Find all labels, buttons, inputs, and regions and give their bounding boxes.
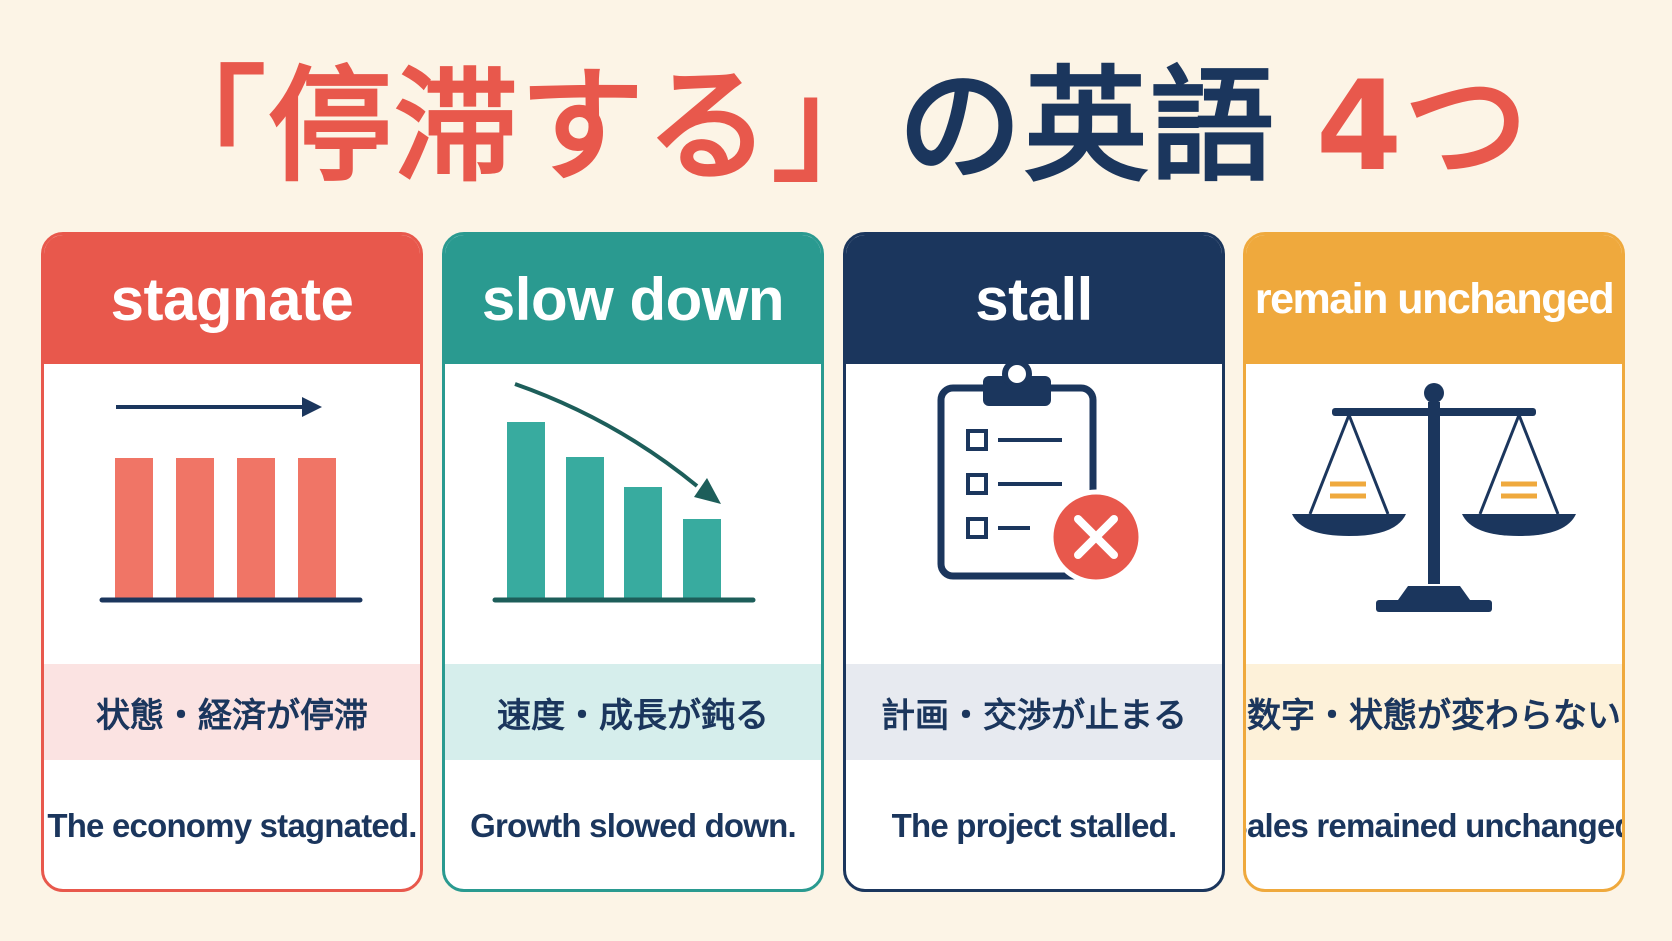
title-middle: の英語 (897, 55, 1276, 199)
card-term: remain unchanged (1246, 235, 1622, 364)
card-example: Sales remained unchanged. (1243, 807, 1625, 844)
card-illustration (445, 364, 821, 664)
card-example: The economy stagnated. (47, 807, 417, 844)
balance-scale-icon (1292, 383, 1576, 612)
card-illustration (846, 364, 1222, 664)
card-slow-down: slow down 速度・成長が鈍る Growth slowed down. (442, 232, 824, 892)
card-meaning: 速度・成長が鈍る (445, 664, 821, 760)
card-example: The project stalled. (891, 807, 1178, 844)
title-count: 4つ (1315, 55, 1531, 199)
title-keyword: 停滞する (267, 55, 772, 199)
card-term: stall (846, 235, 1222, 364)
card-term: stagnate (44, 235, 420, 364)
title-open-bracket: 「 (141, 55, 268, 199)
clipboard-cross-icon (937, 364, 1144, 585)
card-remain-unchanged: remain unchanged 数字・状態が変わらない Sales remai… (1243, 232, 1625, 892)
flat-bar-chart-icon (99, 397, 363, 603)
card-meaning: 状態・経済が停滞 (44, 664, 420, 760)
declining-bar-chart-icon (492, 382, 756, 603)
card-illustration (44, 364, 420, 664)
card-stall: stall 計画・交渉が止まる The project stalled. (843, 232, 1225, 892)
card-stagnate: stagnate 状態・経済が停滞 The economy stagnated. (41, 232, 423, 892)
card-meaning: 数字・状態が変わらない (1246, 664, 1622, 760)
card-illustration (1246, 364, 1622, 664)
page-title: 「停滞する」の英語 4つ (0, 42, 1672, 212)
card-example: Growth slowed down. (470, 807, 797, 844)
card-term: slow down (445, 235, 821, 364)
title-close-bracket: 」 (771, 55, 898, 199)
card-meaning: 計画・交渉が止まる (846, 664, 1222, 760)
